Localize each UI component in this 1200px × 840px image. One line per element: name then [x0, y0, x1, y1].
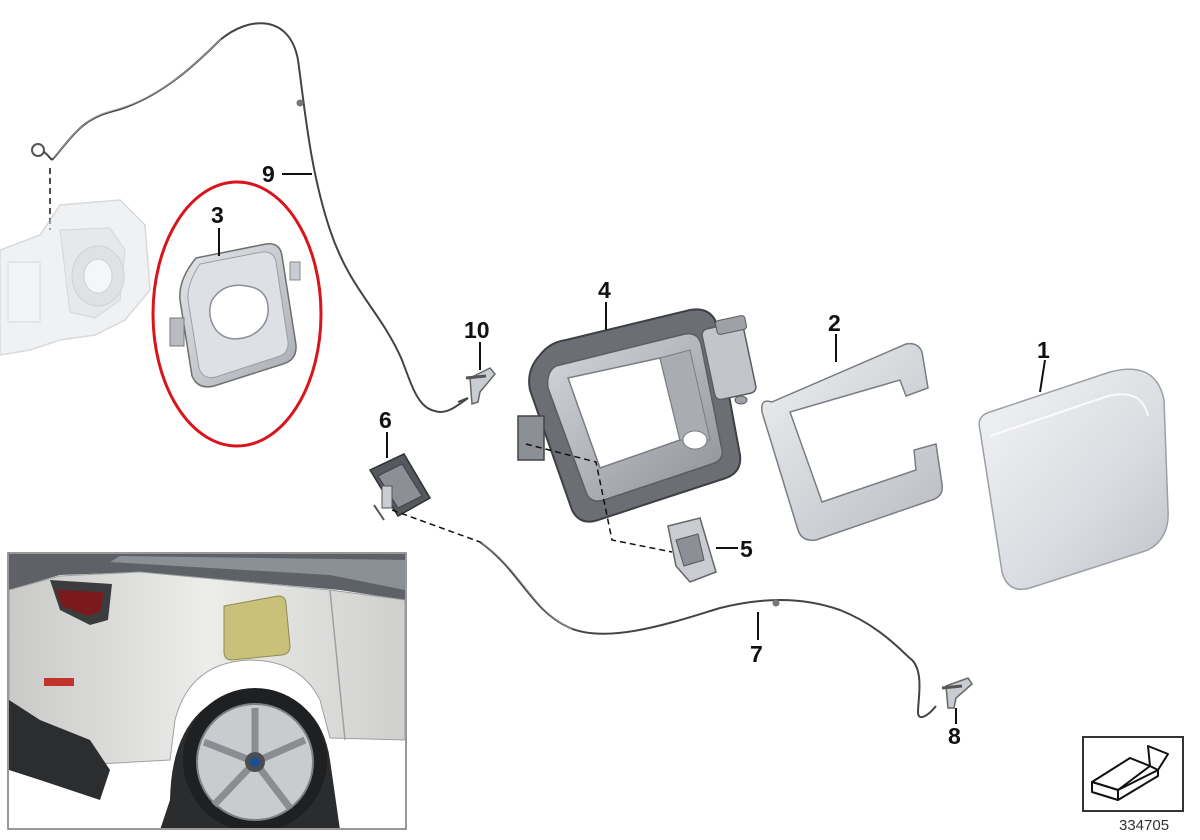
callout-10: 10: [464, 317, 490, 343]
callout-7: 7: [750, 641, 763, 667]
part-6-socket: [368, 453, 432, 521]
inset-car-view: [7, 552, 407, 830]
diagram-number: 334705: [1119, 817, 1169, 834]
part-10-clip: [465, 367, 496, 406]
callout-9: 9: [262, 161, 275, 187]
background-mechanism: [0, 199, 151, 356]
part-9-cable: [31, 22, 469, 414]
orientation-arrow-icon: [1082, 736, 1184, 812]
part-1-flap: [978, 368, 1169, 590]
part-5-bracket: [667, 517, 717, 583]
part-7-cable: [391, 509, 937, 719]
callout-5: 5: [740, 536, 753, 562]
part-8-clip: [941, 677, 973, 709]
part-4-housing: [517, 308, 757, 553]
callout-4: 4: [598, 277, 611, 303]
part-3-cover: [169, 243, 301, 388]
callout-3: 3: [211, 202, 224, 228]
callout-8: 8: [948, 723, 961, 749]
part-2-trim: [760, 342, 944, 542]
callouts: 1 2 3 4 5 6 7 8 9 10: [211, 161, 1050, 749]
callout-6: 6: [379, 407, 392, 433]
highlight-ellipse: [151, 180, 323, 448]
callout-1: 1: [1037, 337, 1050, 363]
callout-2: 2: [828, 310, 841, 336]
callout-leaders: [218, 173, 1046, 724]
